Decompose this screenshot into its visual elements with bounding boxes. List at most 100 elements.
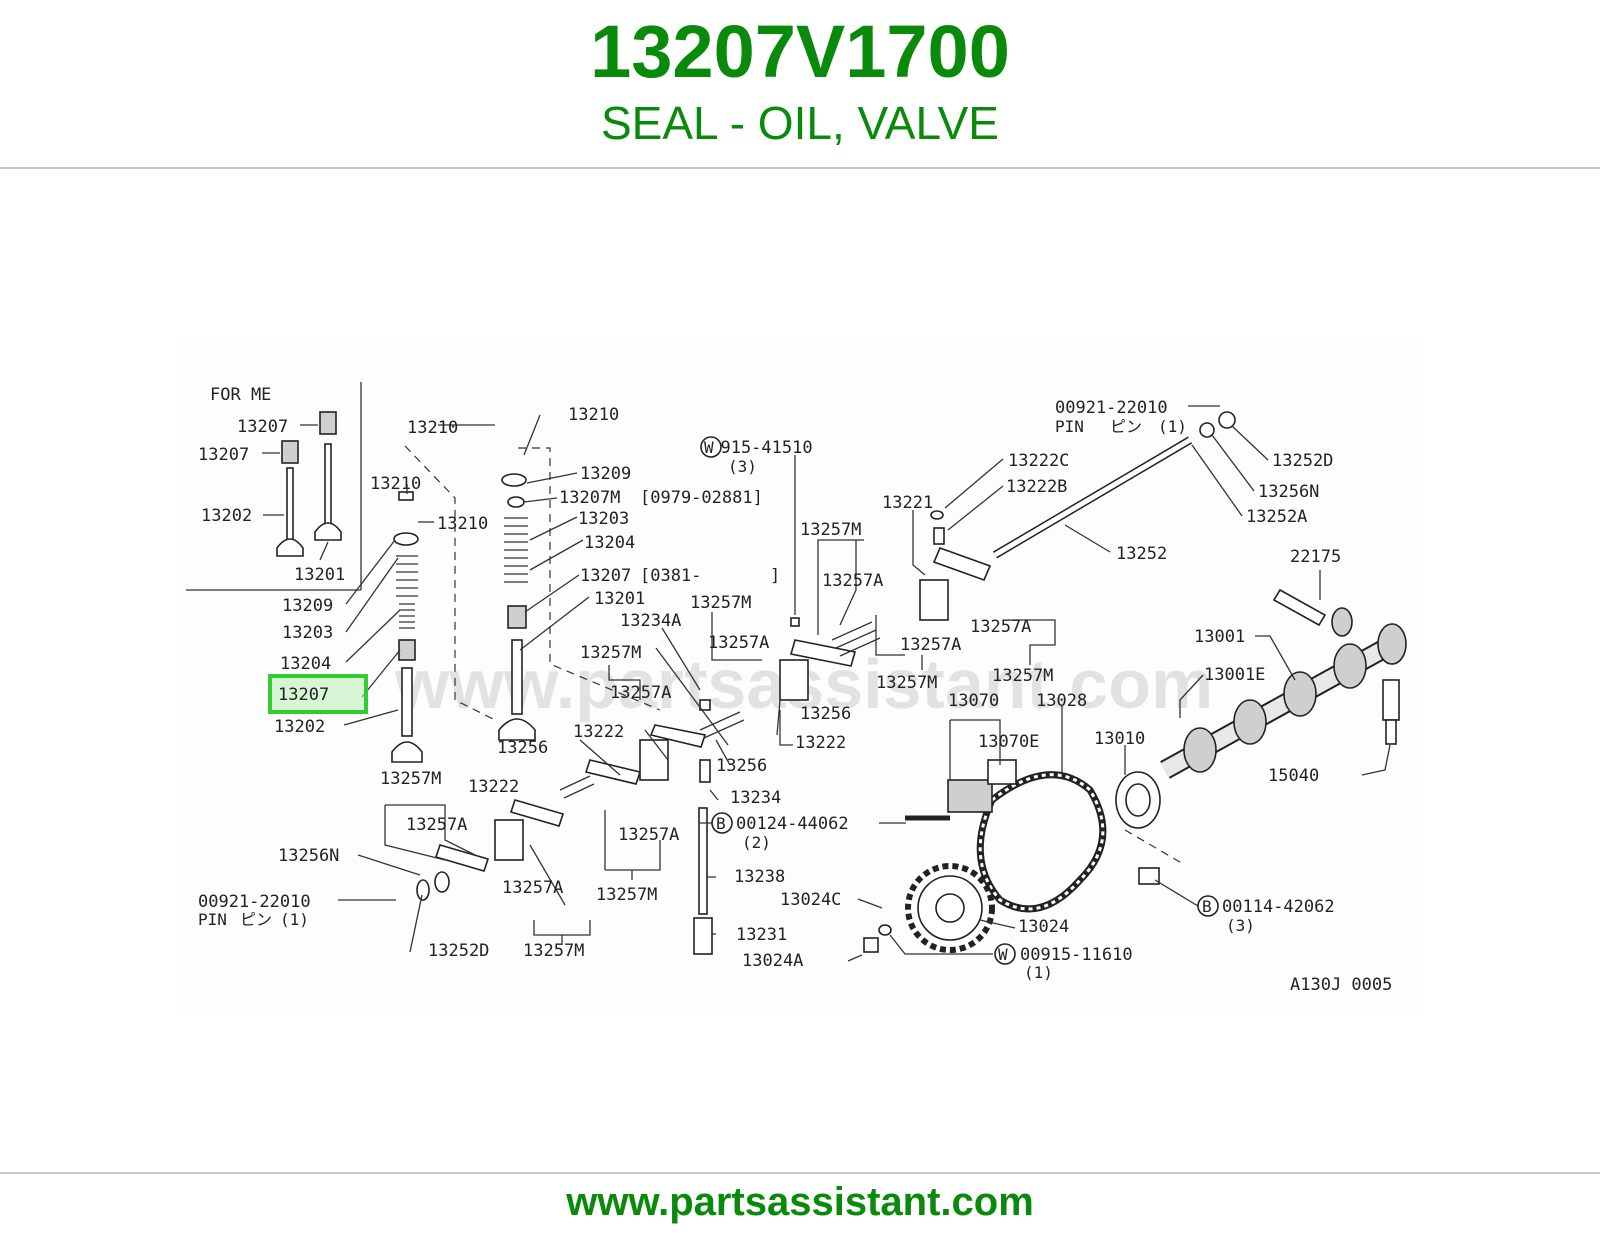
label-00124-44062: 00124-44062 [736,814,849,834]
svg-text:W: W [704,438,714,457]
label-13252a: 13252A [1246,507,1307,527]
valve-assembly-centre [498,447,661,741]
page-header: 13207V1700 SEAL - OIL, VALVE [0,0,1600,168]
label-pin-jp: ピン [240,910,272,929]
w-marker-icon [994,943,1016,965]
label-13207-range-end: ] [770,566,780,586]
label-13256: 13256 [716,756,767,776]
label-13257m: 13257M [876,673,937,693]
label-13257a: 13257A [708,633,769,653]
label-13234a: 13234A [620,611,681,631]
label-13209: 13209 [580,464,631,484]
label-13010: 13010 [1094,729,1145,749]
label-13203: 13203 [578,509,629,529]
label-13210: 13210 [568,405,619,425]
label-13231: 13231 [736,925,787,945]
label-13207: 13207 [237,417,288,437]
label-13256n: 13256N [278,846,339,866]
label-13024a: 13024A [742,951,803,971]
valve-assembly-left [391,445,496,763]
label-13257a: 13257A [822,571,883,591]
label-13207: 13207 [580,566,631,586]
b-marker-icon [711,812,733,834]
label-13234: 13234 [730,788,781,808]
part-number-title: 13207V1700 [590,10,1010,93]
label-pin: PIN [198,910,227,929]
label-13001: 13001 [1194,627,1245,647]
highlighted-part-box [268,674,368,714]
label-13256: 13256 [497,738,548,758]
label-13222: 13222 [468,777,519,797]
leader-lines [338,405,1391,962]
label-00921-22010: 00921-22010 [1055,398,1168,418]
label-13222: 13222 [573,722,624,742]
label-13202: 13202 [201,506,252,526]
label-13222: 13222 [795,733,846,753]
label-22175: 22175 [1290,547,1341,567]
label-13210: 13210 [437,514,488,534]
label-00124-44062-qty: (2) [742,833,771,852]
header-divider [0,167,1600,169]
w-marker-icon [700,436,722,458]
label-13257m: 13257M [690,593,751,613]
label-13257m: 13257M [523,941,584,961]
label-13024c: 13024C [780,890,841,910]
label-00915-41510: 00915-41510 [700,438,813,458]
label-13238: 13238 [734,867,785,887]
label-13257a: 13257A [618,825,679,845]
label-13257a: 13257A [406,815,467,835]
label-00921-22010: 00921-22010 [198,892,311,912]
label-13222c: 13222C [1008,451,1069,471]
label-13204: 13204 [584,533,635,553]
label-pin-jp: ピン [1110,417,1142,436]
label-13256: 13256 [800,704,851,724]
label-13207-highlighted: 13207 [278,685,329,705]
label-pin: PIN [1055,417,1084,436]
label-13210: 13210 [407,418,458,438]
label-13209: 13209 [282,596,333,616]
label-13207-range: [0381- [640,566,701,586]
label-13257m: 13257M [596,885,657,905]
b-marker-icon [1197,895,1219,917]
svg-text:B: B [716,814,726,833]
rocker-arm-parts [416,411,1236,955]
label-00915-11610: 00915-11610 [1020,945,1133,965]
label-13257a: 13257A [970,617,1031,637]
label-13257m: 13257M [380,769,441,789]
label-13252: 13252 [1116,544,1167,564]
marker-symbols: W B W B [700,436,1219,965]
label-13221: 13221 [882,493,933,513]
label-13207: 13207 [198,445,249,465]
label-13204: 13204 [280,654,331,674]
label-00114-42062: 00114-42062 [1222,897,1335,917]
site-url-footer[interactable]: www.partsassistant.com [566,1180,1034,1224]
part-name-subtitle: SEAL - OIL, VALVE [601,97,999,149]
label-13210: 13210 [370,474,421,494]
label-15040: 15040 [1268,766,1319,786]
label-13207m: 13207M [559,488,620,508]
label-00915-41510-qty: (3) [728,457,757,476]
label-00915-11610-qty: (1) [1024,963,1053,982]
label-pin-qty: (1) [1158,417,1187,436]
part-labels: 13207 13207 13202 13201 13210 13210 1321… [198,398,1392,995]
label-13202: 13202 [274,717,325,737]
label-13257m: 13257M [580,643,641,663]
label-13257a: 13257A [900,635,961,655]
label-13028: 13028 [1036,691,1087,711]
label-13257a: 13257A [502,878,563,898]
camshaft-timing-parts [863,588,1407,953]
label-13070: 13070 [948,691,999,711]
label-13257m: 13257M [992,666,1053,686]
inset-title: FOR ME [210,385,271,405]
label-13070e: 13070E [978,732,1039,752]
label-00114-42062-qty: (3) [1226,916,1255,935]
label-pin-qty: (1) [280,910,309,929]
svg-text:W: W [998,945,1008,964]
label-13256n: 13256N [1258,482,1319,502]
label-13201: 13201 [294,565,345,585]
label-13252d: 13252D [1272,451,1333,471]
label-13024: 13024 [1018,917,1069,937]
svg-text:B: B [1202,897,1212,916]
label-13252d: 13252D [428,941,489,961]
